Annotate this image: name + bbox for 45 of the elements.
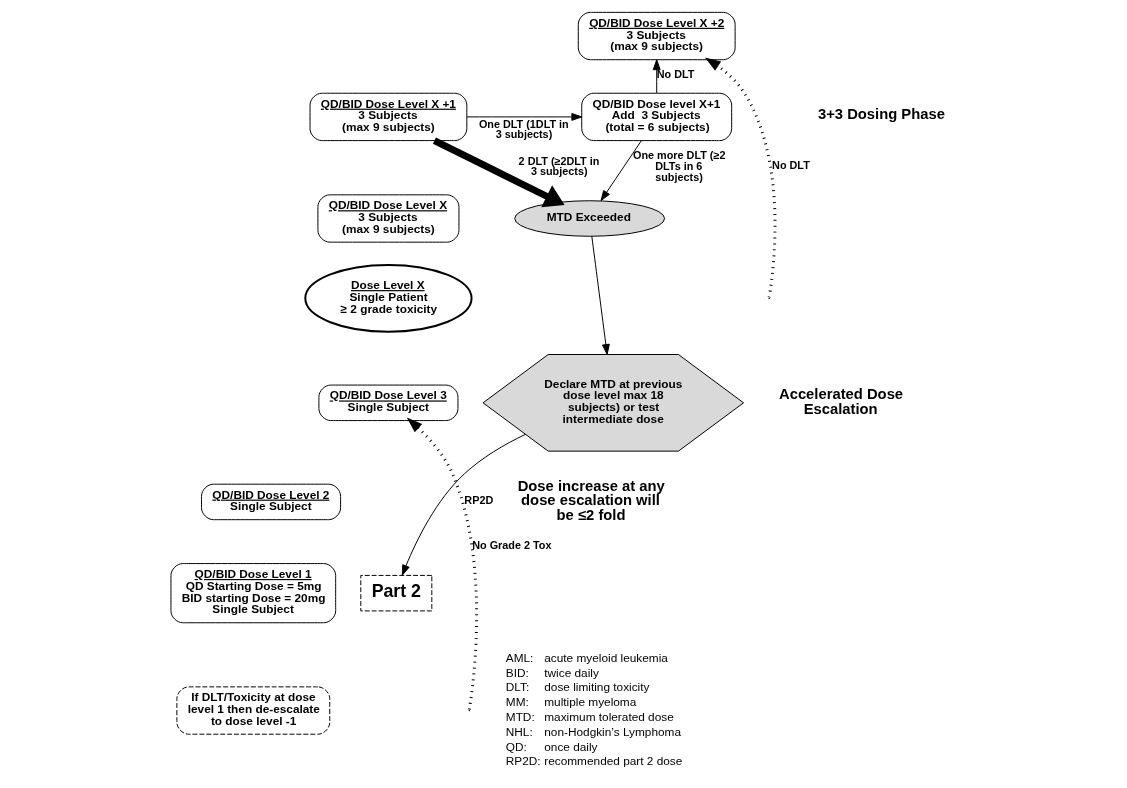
edge-label: No DLT <box>656 68 695 81</box>
node-box: QD/BID Dose level X+1 Add 3 Subjects (total = 6 subjects) <box>581 92 733 142</box>
label: MM: <box>505 695 529 710</box>
label: dose limiting toxicity <box>544 680 650 695</box>
label: acute myeloid leukemia <box>544 650 668 665</box>
label: QD: <box>505 739 527 754</box>
node-box: QD/BID Dose Level X 3 Subjects (max 9 subjects) <box>317 194 460 243</box>
label: Dose increase at any dose escalation will be ≤2 fold <box>517 477 665 524</box>
label: DLT: <box>505 680 530 695</box>
node-ellipse: MTD Exceeded <box>514 200 666 237</box>
arrow <box>704 57 777 298</box>
label: AML: <box>505 650 534 665</box>
node-box: QD/BID Dose Level 2 Single Subject <box>201 483 342 521</box>
edge-label: RP2D <box>464 493 494 506</box>
label: twice daily <box>544 665 599 680</box>
edge-label: No Grade 2 Tox <box>472 538 552 551</box>
label: recommended part 2 dose <box>544 754 683 769</box>
node-box: QD/BID Dose Level 1 QD Starting Dose = 5mg BID starting Dose = 20mg Single Subject <box>170 563 337 624</box>
label: multiple myeloma <box>544 695 637 710</box>
edge-label: One DLT (1DLT in 3 subjects) <box>478 117 569 141</box>
label: maximum tolerated dose <box>544 709 674 724</box>
arrow <box>466 112 583 121</box>
label: once daily <box>544 739 598 754</box>
label: MTD: <box>505 709 535 724</box>
edge-label: One more DLT (≥2 DLTs in 6 subjects) <box>633 149 726 183</box>
node-ellipse: Dose Level X Single Patient ≥ 2 grade toxicity <box>304 263 473 333</box>
label: BID: <box>505 665 529 680</box>
node-box: QD/BID Dose Level X +1 3 Subjects (max 9 subjects) <box>309 92 468 142</box>
label: Accelerated Dose Escalation <box>779 385 904 417</box>
arrow <box>652 59 661 94</box>
edge-label: No DLT <box>772 159 810 172</box>
arrow <box>600 140 642 202</box>
label: NHL: <box>505 724 533 739</box>
arrow <box>591 235 610 355</box>
node-box: QD/BID Dose Level X +2 3 Subjects (max 9 subjects) <box>577 11 736 61</box>
node-box: Part 2 <box>360 574 433 612</box>
arrow <box>401 433 526 576</box>
node-box: QD/BID Dose Level 3 Single Subject <box>318 384 459 422</box>
arrow <box>432 137 565 208</box>
label: non-Hodgkin’s Lymphoma <box>544 724 682 739</box>
node-box: If DLT/Toxicity at dose level 1 then de-escalate to dose level -1 <box>176 686 331 735</box>
edge-label: 2 DLT (≥2DLT in 3 subjects) <box>518 154 600 178</box>
label: 3+3 Dosing Phase <box>817 106 945 123</box>
arrow <box>406 417 478 710</box>
label: RP2D: <box>505 754 541 769</box>
